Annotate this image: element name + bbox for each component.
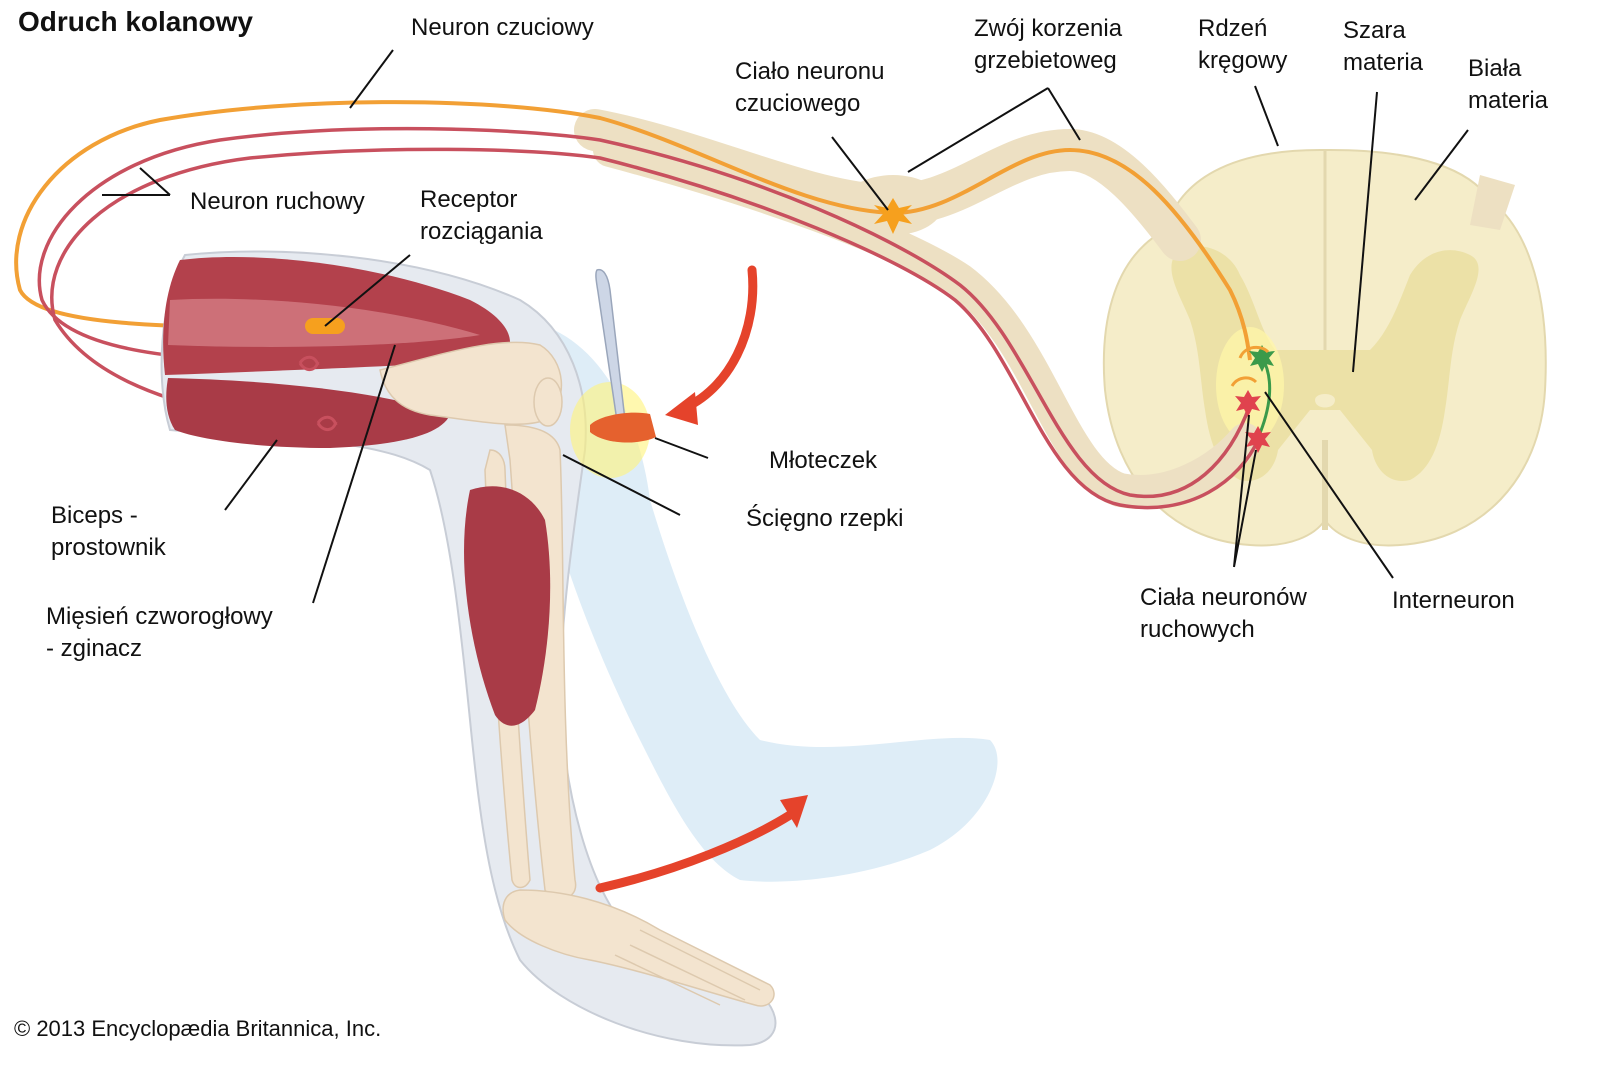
thigh-outline xyxy=(160,250,777,1047)
label-quadriceps: Mięsień czworogłowy - zginacz xyxy=(46,601,273,665)
label-stretch-receptor-line-1: Receptor xyxy=(420,186,518,213)
leader-motor-bodies xyxy=(1233,414,1257,568)
label-white-matter: Biała materia xyxy=(1468,53,1548,117)
leader-motor-neuron xyxy=(102,167,171,196)
leader-quadriceps xyxy=(312,344,396,604)
label-spinal-cord-line-2: kręgowy xyxy=(1198,47,1288,74)
label-interneuron: Interneuron xyxy=(1392,587,1515,614)
toe-lines xyxy=(614,929,761,1006)
leader-gray-matter xyxy=(1352,91,1378,373)
ventral-root-sheath xyxy=(593,133,1262,509)
label-sensory-cell-body-line-1: Ciało neuronu xyxy=(735,58,885,85)
interneuron-cell-body xyxy=(1249,345,1275,372)
label-sensory-cell-body-line-2: czuciowego xyxy=(735,90,861,117)
label-gray-matter: Szara materia xyxy=(1343,15,1423,79)
label-sensory-cell-body: Ciało neuronu czuciowego xyxy=(735,56,884,120)
patella xyxy=(533,377,563,427)
label-quadriceps-line-1: Mięsień czworogłowy xyxy=(46,603,273,630)
tap-arrow-head xyxy=(665,392,698,425)
label-ganglion-line-2: grzebietoweg xyxy=(974,47,1117,74)
motor-endplate-2 xyxy=(316,415,338,432)
synapse-arc-1 xyxy=(1238,345,1270,359)
central-canal xyxy=(1315,394,1335,408)
dorsal-root-entry xyxy=(1470,175,1515,230)
motor-neuron-fiber-upper xyxy=(37,126,1252,499)
sensory-cell-body xyxy=(874,198,912,234)
leader-stretch-receptor xyxy=(324,254,411,327)
label-motor-bodies-line-2: ruchowych xyxy=(1140,616,1255,643)
label-dorsal-root-ganglion: Zwój korzenia grzebietoweg xyxy=(974,13,1122,77)
label-motor-neuron: Neuron ruchowy xyxy=(190,188,365,215)
kick-arrow-head xyxy=(780,795,808,828)
calf-muscle xyxy=(464,486,551,726)
sensory-neuron-fiber xyxy=(14,100,1252,361)
biceps-muscle xyxy=(166,378,450,448)
leader-lines xyxy=(102,49,1469,604)
label-ganglion-line-1: Zwój korzenia xyxy=(974,15,1123,42)
label-white-matter-line-1: Biała xyxy=(1468,55,1522,82)
label-biceps: Biceps - prostownik xyxy=(51,500,166,564)
hammer-head xyxy=(590,412,656,443)
motor-neuron-fiber-lower xyxy=(50,147,1260,510)
leader-biceps xyxy=(224,439,278,511)
leader-sensory-neuron xyxy=(349,49,394,109)
label-motor-bodies-line-1: Ciała neuronów xyxy=(1140,584,1307,611)
motor-neuron-body-1 xyxy=(1235,390,1261,417)
label-stretch-receptor: Receptor rozciągania xyxy=(420,184,543,248)
leader-patellar-tendon xyxy=(562,454,681,516)
diagram-title: Odruch kolanowy xyxy=(18,6,253,37)
label-biceps-line-2: prostownik xyxy=(51,534,166,561)
label-stretch-receptor-line-2: rozciągania xyxy=(420,218,543,245)
kick-arrow xyxy=(595,810,795,893)
synapse-arc-2 xyxy=(1230,376,1258,387)
label-hammer: Młoteczek xyxy=(769,447,878,474)
copyright-notice: © 2013 Encyclopædia Britannica, Inc. xyxy=(14,1016,382,1041)
label-quadriceps-line-2: - zginacz xyxy=(46,635,143,662)
leader-ganglion xyxy=(907,87,1081,173)
motor-endplate-1 xyxy=(298,355,320,372)
label-sensory-neuron: Neuron czuciowy xyxy=(411,14,594,41)
leader-hammer xyxy=(654,437,709,459)
label-motor-neuron-bodies: Ciała neuronów ruchowych xyxy=(1140,582,1307,646)
motor-neuron-body-2 xyxy=(1245,426,1271,453)
leader-white-matter xyxy=(1414,129,1469,201)
label-patellar-tendon: Ścięgno rzepki xyxy=(746,505,904,532)
leader-sensory-cell-body xyxy=(831,136,889,211)
label-spinal-cord-line-1: Rdzeń xyxy=(1198,15,1268,42)
label-white-matter-line-2: materia xyxy=(1468,87,1549,114)
foot-bones xyxy=(502,889,775,1007)
label-biceps-line-1: Biceps - xyxy=(51,502,138,529)
label-gray-matter-line-2: materia xyxy=(1343,49,1424,76)
label-spinal-cord: Rdzeń kręgowy xyxy=(1198,13,1287,77)
tap-arrow xyxy=(675,265,758,415)
leader-interneuron xyxy=(1264,391,1394,579)
leader-spinal-cord xyxy=(1254,85,1279,147)
label-gray-matter-line-1: Szara xyxy=(1343,17,1406,44)
